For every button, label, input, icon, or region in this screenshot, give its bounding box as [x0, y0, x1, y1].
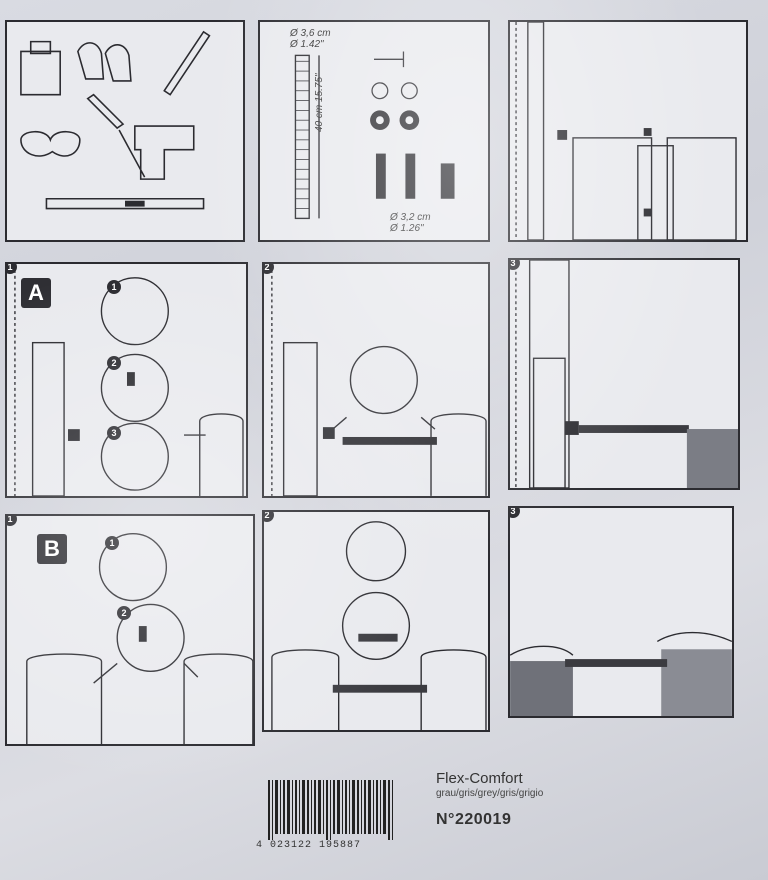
barcode-number: 4 023122 195887	[256, 840, 362, 851]
hose-length-cm: 40 cm	[314, 104, 325, 132]
hose-length-in: 15.75"	[314, 73, 325, 102]
detail-circle	[98, 533, 168, 602]
barrel-icon	[666, 137, 737, 240]
barcode	[268, 780, 393, 840]
row-a-step-2-panel: 2	[262, 262, 490, 498]
screwdriver-icon	[86, 93, 146, 178]
row-a-step-2-illustration	[271, 264, 487, 496]
detail-circle	[100, 277, 169, 346]
product-colors: grau/gris/grey/gris/grigio	[436, 788, 544, 799]
step-3-number: 3	[510, 508, 520, 518]
spirit-level-icon	[45, 197, 205, 210]
overview-illustration	[515, 22, 737, 240]
fitting-diameter-label: Ø 3,2 cm Ø 1.26"	[390, 212, 431, 234]
overview-panel	[508, 20, 748, 242]
step-3-number: 3	[510, 260, 520, 270]
hose-icon	[294, 54, 310, 220]
connector-icon	[375, 153, 386, 199]
step-2-number: 2	[264, 512, 274, 522]
hose-icon	[578, 425, 689, 433]
row-a-step-3-illustration	[515, 260, 738, 488]
downpipe-icon	[527, 22, 545, 240]
hose-diameter-in: Ø 1.42"	[290, 39, 324, 50]
hose-diameter-cm: Ø 3,6 cm	[290, 28, 331, 39]
sub-step-2: 2	[117, 606, 131, 620]
hose-diameter-label: Ø 3,6 cm Ø 1.42"	[290, 28, 331, 50]
detail-circle	[345, 521, 407, 582]
sub-step-1: 1	[105, 536, 119, 550]
drill-icon	[134, 125, 195, 180]
row-b-step-3-panel: 3	[508, 506, 734, 718]
row-b-step-2-panel: 2	[262, 510, 490, 732]
row-a-step-3-panel: 3	[508, 258, 740, 490]
downpipe-icon	[528, 260, 570, 488]
downpipe-icon	[31, 341, 65, 496]
barrel-icon	[430, 413, 487, 496]
goggles-icon	[20, 130, 81, 157]
hose-length-label: 40 cm 15.75"	[314, 73, 325, 132]
gloves-icon	[77, 42, 105, 80]
barrel-icon	[271, 649, 340, 730]
product-name: Flex-Comfort	[436, 770, 523, 787]
row-a-step-1-illustration	[14, 264, 244, 496]
sub-step-3: 3	[107, 426, 121, 440]
downpipe-icon	[282, 341, 318, 496]
barrel-icon	[572, 137, 653, 240]
barrel-icon	[26, 653, 103, 744]
tools-illustration	[20, 30, 211, 210]
product-info: Flex-Comfort grau/gris/grey/gris/grigio …	[436, 770, 543, 829]
detail-circle	[349, 345, 418, 415]
hose-icon	[332, 684, 428, 693]
step-2-number: 2	[264, 264, 274, 274]
fitting-diameter-cm: Ø 3,2 cm	[390, 212, 431, 223]
hose-icon	[565, 659, 668, 667]
row-b-step-1-illustration	[26, 533, 253, 744]
tools-panel	[5, 20, 245, 242]
clamp-icon	[371, 82, 389, 100]
sub-step-1: 1	[107, 280, 121, 294]
row-a-step-1-panel: A 1 1 2 3	[5, 262, 248, 498]
barrel-icon	[420, 649, 487, 730]
barrel-icon	[199, 413, 244, 496]
barrel-icon	[183, 653, 253, 744]
water-level	[686, 429, 738, 488]
hose-icon	[342, 436, 437, 445]
variant-a-badge: A	[21, 278, 51, 308]
sub-step-2: 2	[107, 356, 121, 370]
saw-icon	[163, 30, 211, 96]
step-1-number: 1	[7, 516, 17, 526]
apron-icon	[20, 50, 61, 96]
step-1-number: 1	[7, 264, 17, 274]
product-number: N°220019	[436, 811, 512, 828]
parts-panel: Ø 3,6 cm Ø 1.42" 40 cm 15.75" Ø 3,2 cm Ø…	[258, 20, 490, 242]
row-b-step-1-panel: B 1 1 2	[5, 514, 255, 746]
row-b-step-2-illustration	[271, 521, 487, 730]
water-level	[661, 649, 732, 716]
fitting-diameter-in: Ø 1.26"	[390, 223, 424, 234]
water-level	[510, 661, 573, 716]
variant-b-badge: B	[37, 534, 67, 564]
row-b-step-3-illustration	[510, 632, 732, 716]
parts-illustration	[294, 51, 455, 220]
